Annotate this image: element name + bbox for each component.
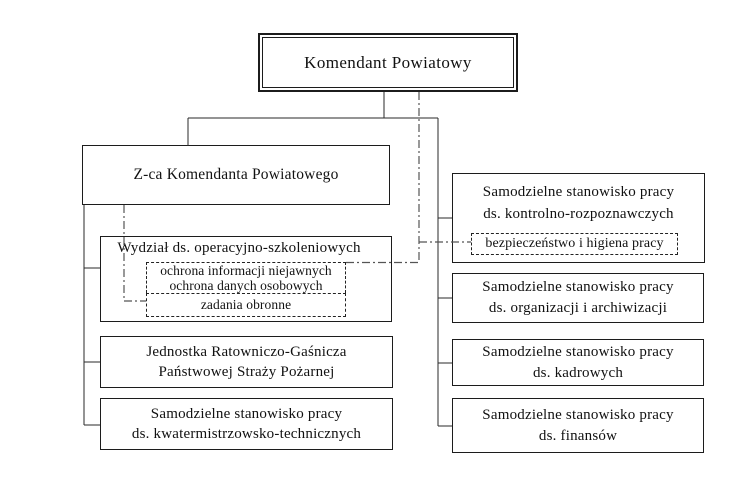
organization-line2: ds. organizacji i archiwizacji bbox=[488, 300, 668, 316]
org-box-komendant-powiatowy: Komendant Powiatowy bbox=[258, 33, 518, 92]
dashed-box-defense-tasks: zadania obronne bbox=[146, 293, 346, 317]
hr-line2: ds. kadrowych bbox=[532, 364, 624, 381]
hr-line1: Samodzielne stanowisko pracy bbox=[482, 343, 674, 360]
org-box-hr-unit: Samodzielne stanowisko pracy ds. kadrowy… bbox=[452, 339, 704, 386]
org-box-quartermaster-unit: Samodzielne stanowisko pracy ds. kwaterm… bbox=[100, 398, 393, 450]
org-box-operations-department: Wydział ds. operacyjno-szkoleniowych bbox=[100, 236, 392, 322]
finance-line2: ds. finansów bbox=[538, 427, 618, 444]
task-classified-info: ochrona informacji niejawnych bbox=[160, 263, 332, 278]
finance-line1: Samodzielne stanowisko pracy bbox=[482, 406, 674, 423]
health-safety-label: bezpieczeństwo i higiena pracy bbox=[485, 236, 664, 251]
control-unit-line2: ds. kontrolno-rozpoznawczych bbox=[483, 206, 674, 222]
task-defense: zadania obronne bbox=[200, 297, 292, 312]
dashed-box-protection-tasks: ochrona informacji niejawnych ochrona da… bbox=[146, 262, 346, 293]
org-box-organization-unit: Samodzielne stanowisko pracy ds. organiz… bbox=[452, 273, 704, 323]
operations-department-title: Wydział ds. operacyjno-szkoleniowych bbox=[117, 240, 361, 256]
quartermaster-line2: ds. kwatermistrzowsko-technicznych bbox=[131, 426, 362, 442]
org-box-rescue-unit: Jednostka Ratowniczo-Gaśnicza Państwowej… bbox=[100, 336, 393, 388]
rescue-unit-line1: Jednostka Ratowniczo-Gaśnicza bbox=[146, 344, 347, 360]
dashed-box-health-safety: bezpieczeństwo i higiena pracy bbox=[471, 233, 678, 255]
komendant-label: Komendant Powiatowy bbox=[304, 52, 472, 72]
org-box-finance-unit: Samodzielne stanowisko pracy ds. finansó… bbox=[452, 398, 704, 453]
org-box-control-unit: Samodzielne stanowisko pracy ds. kontrol… bbox=[452, 173, 705, 263]
organization-line1: Samodzielne stanowisko pracy bbox=[482, 279, 674, 295]
org-box-komendant-inner-border: Komendant Powiatowy bbox=[262, 37, 514, 88]
deputy-label: Z-ca Komendanta Powiatowego bbox=[133, 166, 339, 183]
rescue-unit-line2: Państwowej Straży Pożarnej bbox=[158, 364, 335, 380]
task-personal-data: ochrona danych osobowych bbox=[169, 278, 323, 293]
control-unit-line1: Samodzielne stanowisko pracy bbox=[482, 184, 675, 200]
org-box-deputy-commander: Z-ca Komendanta Powiatowego bbox=[82, 145, 390, 205]
quartermaster-line1: Samodzielne stanowisko pracy bbox=[150, 406, 343, 422]
